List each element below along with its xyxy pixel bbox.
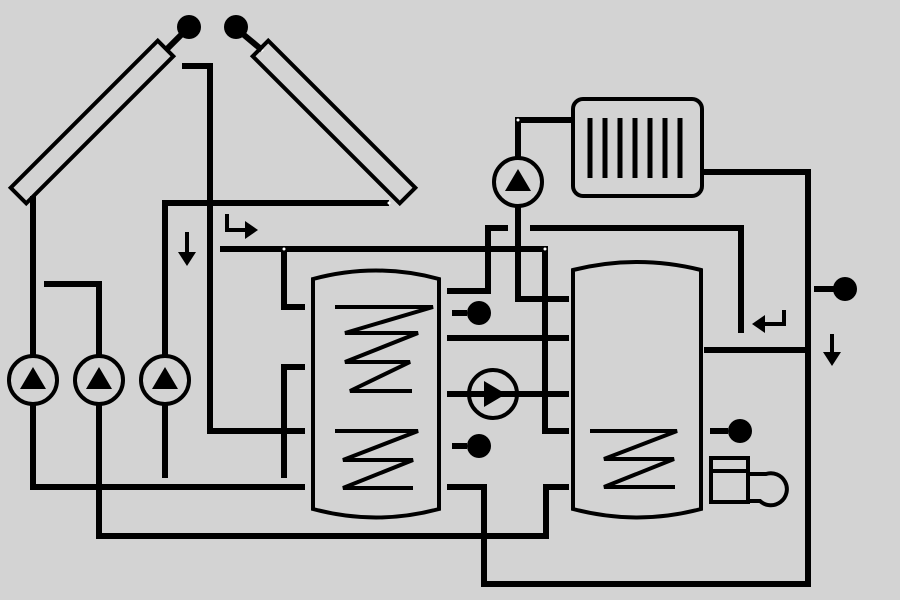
pipe-tank1-mid-left (281, 364, 305, 478)
pipe-network (30, 46, 845, 587)
pump-icon (139, 354, 191, 406)
pipe-junction-highlight (282, 247, 286, 251)
circulation-pumps (7, 156, 544, 420)
heat-exchanger-coil-icon (335, 429, 419, 490)
pump-icon (7, 354, 59, 406)
pipe-pump2-top (44, 281, 102, 356)
sensor-icon (452, 301, 491, 325)
pipe-junction-highlight (516, 118, 520, 122)
boiler-icon (709, 456, 789, 508)
pump-icon (73, 354, 125, 406)
pump-icon (467, 368, 519, 420)
pipe-junction-highlight (387, 201, 391, 205)
sensor-icon (224, 15, 264, 53)
pump-icon (492, 156, 544, 208)
flow-arrow-icon (752, 310, 786, 333)
flow-arrow-icon (823, 334, 841, 366)
sensor-icon (452, 434, 491, 458)
radiator-icon (571, 97, 704, 198)
pipe-pump3-top (162, 200, 389, 356)
sensor-icon (833, 277, 857, 301)
temperature-sensors (163, 15, 857, 458)
flow-arrow-icon (225, 214, 258, 239)
flow-arrow-icon (178, 232, 196, 266)
pipe-tank1-to-pump-top (447, 225, 508, 294)
storage-tank-primary (311, 268, 441, 520)
pipe-pump2-bottom-loop (96, 404, 569, 539)
heat-exchanger-coil-icon (590, 429, 678, 489)
pipe-pump1-to-tank1-bottom (30, 404, 305, 490)
pipe-collector-flow (182, 63, 305, 434)
pipe-tank2-return (530, 225, 744, 333)
sensor-icon (710, 419, 752, 443)
pipe-junction-highlight (543, 247, 547, 251)
pipe-tank1-bottom-right (447, 169, 811, 587)
pipe-header-drop-tank1 (281, 249, 305, 310)
sensor-icon (163, 15, 201, 53)
storage-tank-secondary (571, 260, 703, 520)
pipe-heating-pump-down (515, 206, 569, 302)
flow-direction-arrows (178, 214, 841, 366)
heat-exchanger-coil-icon (335, 305, 434, 393)
